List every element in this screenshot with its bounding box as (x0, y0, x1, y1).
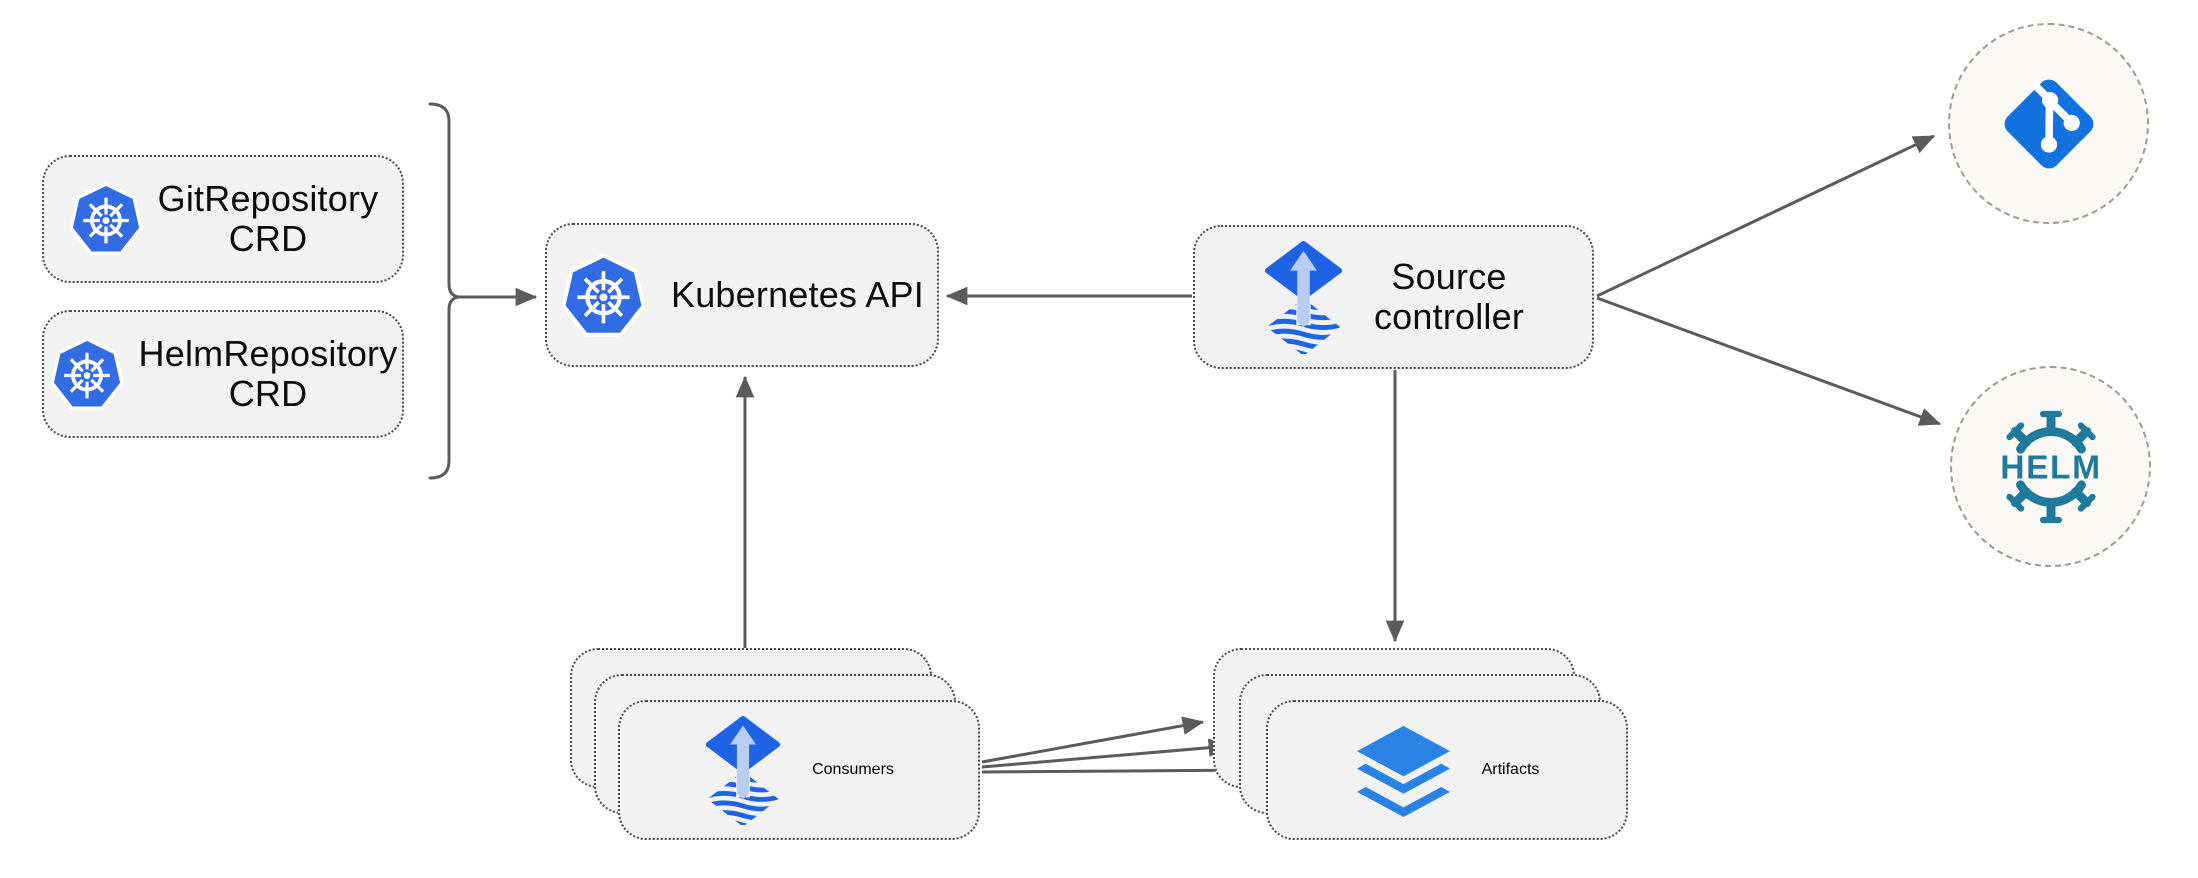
edge-consumers-to-artifacts-3 (981, 760, 1257, 780)
node-label: Source controller (1373, 256, 1525, 337)
helm-logo-text: HELM (2000, 449, 2101, 486)
node-label: Kubernetes API (671, 274, 924, 315)
crd-group-brace (428, 102, 460, 480)
node-label: HelmRepository CRD (138, 333, 398, 414)
flux-source-controller-icon (1264, 240, 1343, 354)
node-artifacts-stack: Artifacts (1213, 648, 1630, 842)
node-consumers-stack: Consumers (570, 648, 982, 842)
node-helm-repository-crd: HelmRepository CRD (42, 310, 404, 438)
edge-source-controller-to-helm (1596, 296, 1942, 426)
git-icon (2004, 79, 2093, 168)
node-source-controller: Source controller (1193, 225, 1594, 369)
node-git-remote (1948, 23, 2149, 224)
node-label: Artifacts (1481, 761, 1540, 778)
kubernetes-icon (68, 182, 143, 255)
edge-source-controller-to-git (1596, 134, 1936, 298)
helm-icon: HELM (2000, 410, 2101, 523)
node-consumers: Consumers (618, 700, 980, 840)
kubernetes-icon (49, 337, 124, 410)
edge-consumers-to-artifacts-1 (981, 716, 1205, 764)
node-artifacts: Artifacts (1266, 700, 1628, 840)
edge-consumers-to-artifacts-2 (981, 738, 1231, 769)
node-helm-remote: HELM (1950, 366, 2151, 567)
layers-icon (1356, 725, 1450, 817)
node-kubernetes-api: Kubernetes API (545, 223, 939, 367)
node-label: Consumers (812, 761, 894, 778)
node-label: GitRepository CRD (157, 178, 379, 259)
flux-source-controller-icon (705, 715, 781, 825)
kubernetes-icon (561, 253, 646, 337)
node-git-repository-crd: GitRepository CRD (42, 155, 404, 283)
